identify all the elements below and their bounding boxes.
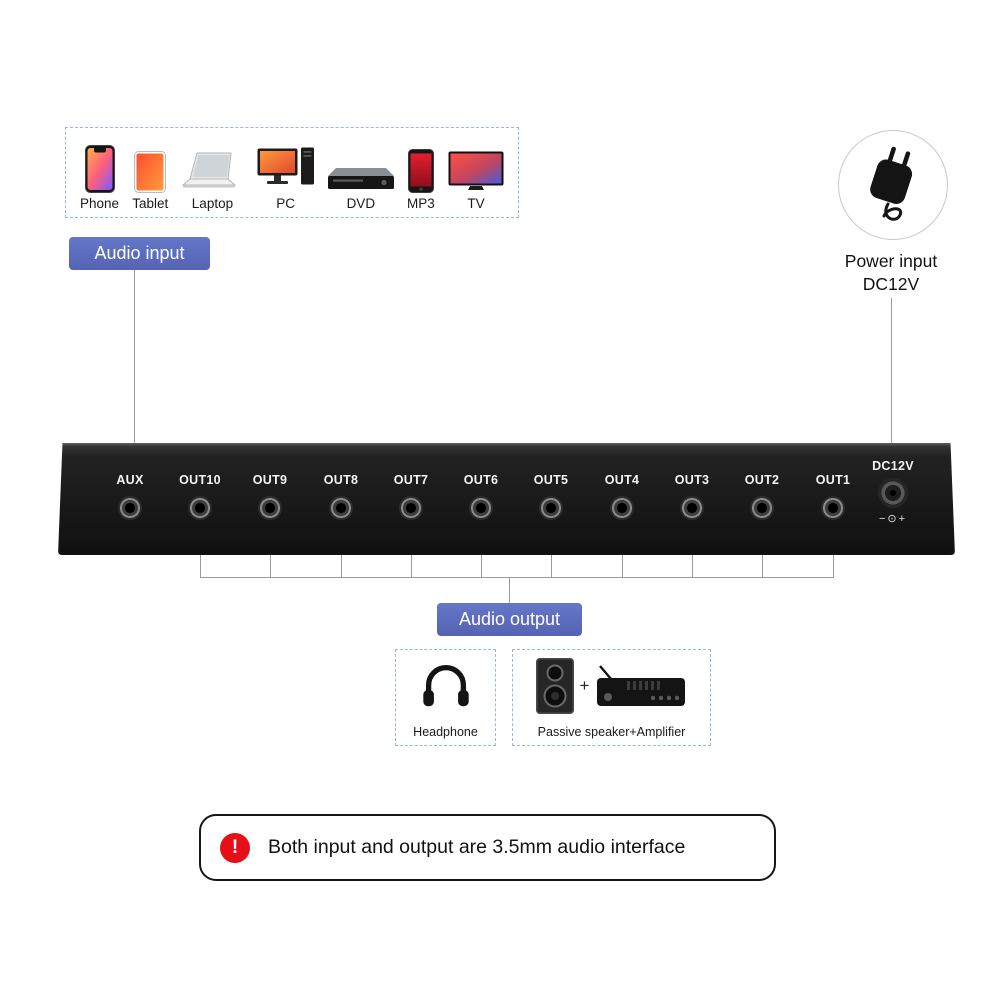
connector-line (270, 555, 271, 577)
pc-icon (257, 147, 314, 185)
out7-jack-icon (399, 496, 423, 520)
connector-line (341, 555, 342, 577)
connector-line (833, 555, 834, 577)
port-out4: OUT4 (586, 473, 658, 520)
port-label-out7: OUT7 (393, 473, 429, 487)
phone-icon (84, 145, 115, 193)
connector-bus-line (200, 577, 834, 578)
port-label-out6: OUT6 (463, 473, 499, 487)
source-label: TV (467, 196, 485, 211)
laptop-icon (182, 152, 237, 188)
out10-jack-icon (188, 496, 212, 520)
input-sources-box: Phone Tablet Laptop (65, 127, 519, 218)
port-label-out2: OUT2 (744, 473, 780, 487)
tablet-icon (134, 151, 167, 193)
power-adapter-circle (838, 130, 948, 240)
out9-jack-icon (258, 496, 282, 520)
audio-splitter-panel: AUX OUT10 OUT9 OUT8 OUT7 OUT6 OUT5 OUT4 (58, 443, 955, 555)
out2-jack-icon (750, 496, 774, 520)
source-pc: PC (257, 147, 315, 211)
plus-sign: + (579, 676, 590, 695)
port-label-dc12v: DC12V (872, 459, 914, 473)
aux-jack-icon (118, 496, 142, 520)
port-out6: OUT6 (445, 473, 517, 520)
source-tablet: Tablet (132, 151, 168, 211)
notice-text: Both input and output are 3.5mm audio in… (268, 836, 686, 858)
port-label-out9: OUT9 (252, 473, 288, 487)
port-out1: OUT1 (797, 473, 869, 520)
notice-box: ! Both input and output are 3.5mm audio … (199, 814, 776, 881)
connector-line (411, 555, 412, 577)
power-input-label: Power input DC12V (816, 250, 966, 296)
source-dvd: DVD (327, 165, 394, 211)
power-label-line1: Power input (844, 251, 938, 271)
connector-line (200, 555, 201, 577)
out3-jack-icon (680, 496, 704, 520)
out5-jack-icon (539, 496, 563, 520)
source-label: MP3 (407, 196, 435, 211)
audio-input-badge: Audio input (69, 237, 210, 270)
source-phone: Phone (80, 145, 119, 211)
source-label: Tablet (132, 196, 169, 211)
port-out8: OUT8 (305, 473, 377, 520)
speaker-amplifier-box: + Passive speaker+Amplifier (512, 649, 711, 746)
port-out9: OUT9 (234, 473, 306, 520)
port-out3: OUT3 (656, 473, 728, 520)
headphone-icon (422, 665, 469, 707)
audio-output-badge: Audio output (437, 603, 582, 636)
port-label-aux: AUX (116, 473, 144, 487)
tv-icon (448, 151, 504, 190)
connector-line (692, 555, 693, 577)
speaker-icon (535, 658, 574, 714)
power-label-line2: DC12V (862, 274, 920, 294)
port-label-out8: OUT8 (323, 473, 359, 487)
port-out7: OUT7 (375, 473, 447, 520)
connector-drop-line (509, 577, 510, 603)
source-laptop: Laptop (181, 151, 243, 211)
source-label: Phone (80, 196, 120, 211)
source-tv: TV (448, 151, 504, 211)
input-connector-line (134, 270, 135, 443)
dc-jack-icon (878, 478, 908, 508)
port-label-out1: OUT1 (815, 473, 851, 487)
source-mp3: MP3 (407, 149, 435, 211)
polarity-mark: −⊙+ (878, 513, 908, 525)
source-label: PC (276, 196, 296, 211)
alert-icon: ! (220, 832, 250, 863)
power-connector-line (891, 298, 892, 443)
power-adapter-icon (870, 146, 913, 221)
dvd-icon (327, 168, 394, 189)
port-label-out5: OUT5 (533, 473, 569, 487)
connector-line (551, 555, 552, 577)
port-out5: OUT5 (515, 473, 587, 520)
mp3-icon (407, 149, 434, 193)
out4-jack-icon (610, 496, 634, 520)
headphone-label: Headphone (413, 725, 478, 739)
port-dc12v: DC12V −⊙+ (857, 459, 929, 525)
port-aux: AUX (94, 473, 166, 520)
headphone-box: Headphone (395, 649, 496, 746)
amplifier-icon (597, 665, 686, 706)
out1-jack-icon (821, 496, 845, 520)
source-label: DVD (346, 196, 376, 211)
out6-jack-icon (469, 496, 493, 520)
connector-line (622, 555, 623, 577)
port-out10: OUT10 (164, 473, 236, 520)
speaker-amp-row: + (535, 658, 688, 714)
port-label-out3: OUT3 (674, 473, 710, 487)
source-label: Laptop (191, 196, 234, 211)
port-label-out10: OUT10 (179, 473, 221, 487)
out8-jack-icon (329, 496, 353, 520)
connector-line (481, 555, 482, 577)
speaker-amp-label: Passive speaker+Amplifier (537, 725, 686, 739)
port-out2: OUT2 (726, 473, 798, 520)
port-label-out4: OUT4 (604, 473, 640, 487)
connector-line (762, 555, 763, 577)
